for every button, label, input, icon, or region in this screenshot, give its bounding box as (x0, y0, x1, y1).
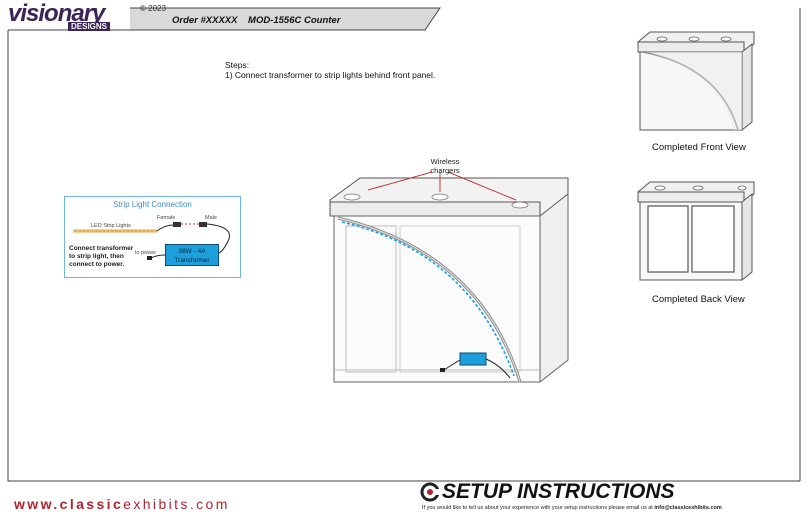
url-exhibits: exhibits (123, 496, 190, 512)
url-www: www. (14, 496, 60, 512)
transformer-line-1: 98W - 4A (178, 248, 206, 255)
steps-heading: Steps: (225, 60, 250, 70)
strip-panel-title: Strip Light Connection (113, 200, 192, 209)
url-com: .com (189, 496, 230, 512)
led-strip-line (341, 221, 515, 377)
led-strip-label: LED Strip Lights (91, 223, 131, 229)
back-view-illustration (637, 181, 755, 282)
transformer-box-3d (459, 352, 487, 366)
logo-subtitle: DESIGNS (68, 22, 111, 31)
connect-line-2: to strip light, then (69, 253, 124, 260)
front-view-caption: Completed Front View (652, 142, 746, 153)
strip-light-panel: Strip Light Connection LED Strip Lights … (64, 196, 241, 278)
connect-instructions: Connect transformer to strip light, then… (69, 245, 137, 269)
front-view-illustration (637, 31, 755, 132)
main-counter-illustration (329, 171, 569, 384)
male-label: Male (205, 215, 217, 221)
order-title: Order #XXXXX MOD-1556C Counter (172, 15, 341, 26)
step-1-text: 1) Connect transformer to strip lights b… (225, 70, 436, 80)
female-connector (173, 222, 181, 227)
footer-website-url[interactable]: www.classicexhibits.com (14, 496, 230, 512)
setup-feedback-note: If you would like to tell us about your … (422, 505, 722, 511)
classic-logo-icon (420, 482, 440, 502)
copyright-text: © 2023 (140, 4, 166, 13)
female-label: Female (157, 215, 176, 221)
charger-center (431, 193, 449, 201)
wireless-line-2: chargers (430, 166, 460, 175)
setup-email-link[interactable]: info@classicexhibits.com (654, 505, 722, 511)
charger-left (343, 193, 361, 201)
steps-block: Steps: 1) Connect transformer to strip l… (225, 60, 435, 80)
setup-instructions-title: SETUP INSTRUCTIONS (442, 480, 675, 503)
wireless-line-1: Wireless (430, 157, 460, 166)
charger-right (511, 201, 529, 209)
url-classic: classic (59, 496, 124, 512)
wireless-chargers-callout: Wireless chargers (415, 157, 475, 175)
connect-line-3: connect to power. (69, 261, 125, 268)
to-power-label: to power (135, 250, 157, 256)
back-view-caption: Completed Back View (652, 294, 745, 305)
transformer-label-box: 98W - 4A Transformer (165, 244, 219, 266)
transformer-line-2: Transformer (174, 257, 210, 264)
male-connector (199, 222, 207, 227)
strip-wiring-diagram (73, 222, 230, 260)
setup-note-prefix: If you would like to tell us about your … (422, 505, 653, 511)
connect-line-1: Connect transformer (69, 245, 134, 252)
